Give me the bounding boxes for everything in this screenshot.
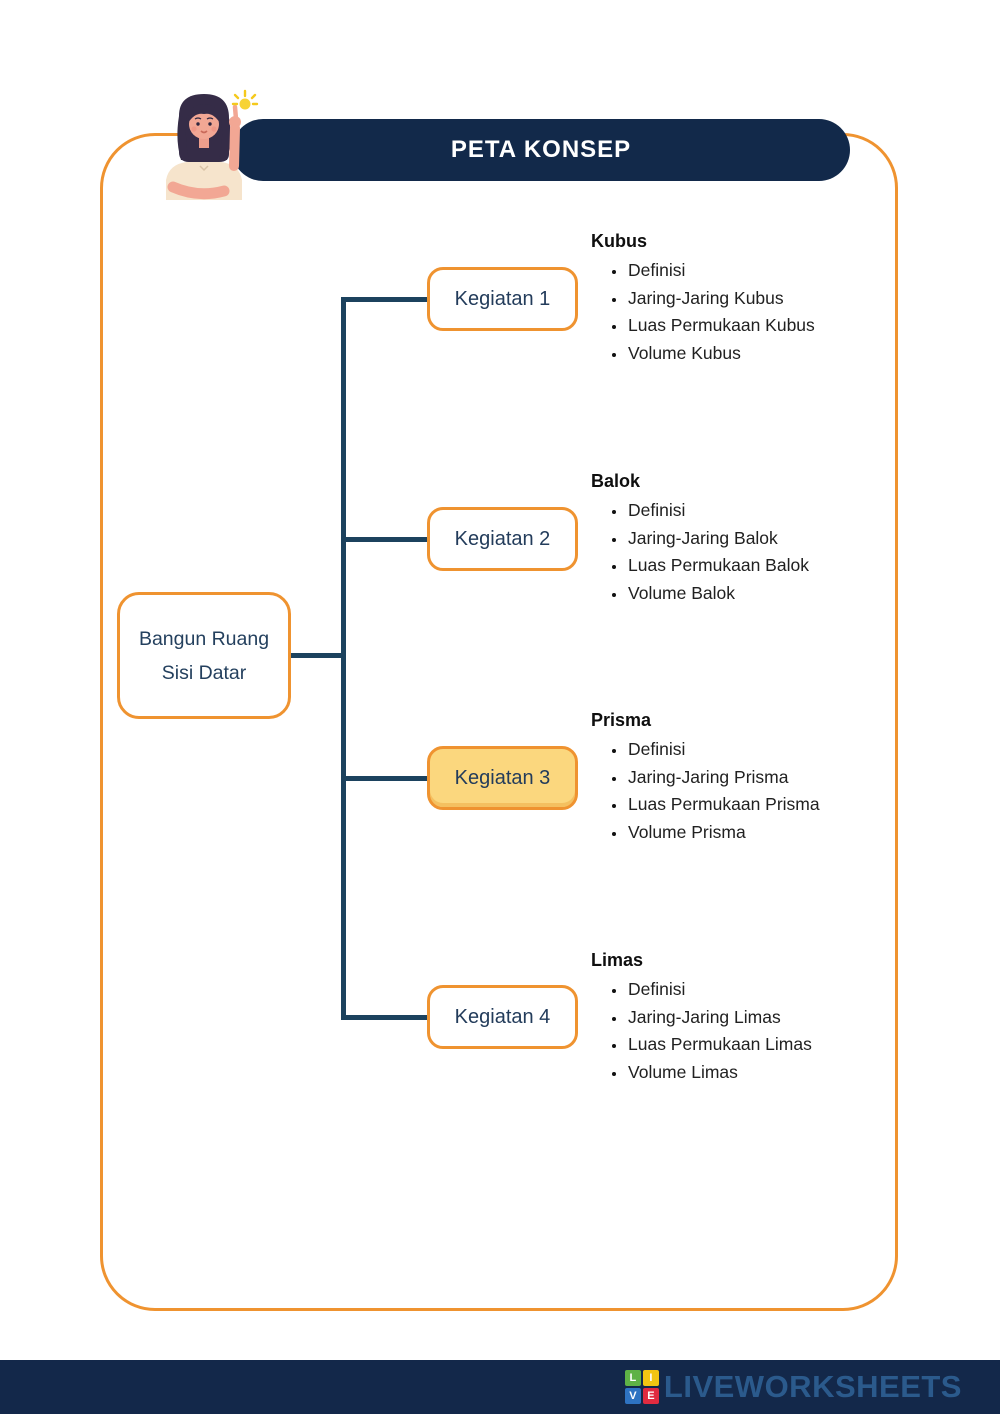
list-item: Jaring-Jaring Limas <box>627 1004 911 1032</box>
list-item: Jaring-Jaring Prisma <box>627 764 911 792</box>
section-prisma: Prisma Definisi Jaring-Jaring Prisma Lua… <box>591 710 911 846</box>
node-kegiatan-1-label: Kegiatan 1 <box>454 287 551 310</box>
logo-letter-v: V <box>624 1388 641 1404</box>
connector-trunk <box>341 297 346 1020</box>
list-item: Definisi <box>627 736 911 764</box>
list-item: Jaring-Jaring Balok <box>627 525 911 553</box>
connector-branch-4 <box>344 1015 428 1020</box>
logo-letter-i: I <box>642 1370 659 1386</box>
idea-sparkle-icon <box>231 89 259 106</box>
node-kegiatan-3[interactable]: Kegiatan 3 <box>427 746 578 810</box>
list-item: Definisi <box>627 257 911 285</box>
section-prisma-list: Definisi Jaring-Jaring Prisma Luas Permu… <box>591 736 911 846</box>
node-kegiatan-2-label: Kegiatan 2 <box>454 527 551 550</box>
connector-branch-1 <box>344 297 428 302</box>
list-item: Volume Prisma <box>627 819 911 847</box>
section-balok: Balok Definisi Jaring-Jaring Balok Luas … <box>591 471 911 607</box>
node-kegiatan-2[interactable]: Kegiatan 2 <box>427 507 578 571</box>
liveworksheets-logo-icon: L I V E <box>624 1370 659 1404</box>
page-title-banner: PETA KONSEP <box>232 119 850 181</box>
page-title: PETA KONSEP <box>450 136 632 163</box>
list-item: Luas Permukaan Limas <box>627 1031 911 1059</box>
list-item: Definisi <box>627 976 911 1004</box>
section-limas: Limas Definisi Jaring-Jaring Limas Luas … <box>591 950 911 1086</box>
brand-wordmark: LIVEWORKSHEETS <box>663 1369 962 1404</box>
list-item: Luas Permukaan Balok <box>627 552 911 580</box>
connector-branch-2 <box>344 537 428 542</box>
section-balok-list: Definisi Jaring-Jaring Balok Luas Permuk… <box>591 497 911 607</box>
node-kegiatan-4[interactable]: Kegiatan 4 <box>427 985 578 1049</box>
connector-branch-3 <box>344 776 428 781</box>
connector-root <box>291 653 344 658</box>
section-kubus: Kubus Definisi Jaring-Jaring Kubus Luas … <box>591 231 911 367</box>
node-kegiatan-4-label: Kegiatan 4 <box>454 1005 551 1028</box>
node-kegiatan-1[interactable]: Kegiatan 1 <box>427 267 578 331</box>
footer-bar: L I V E LIVEWORKSHEETS <box>0 1360 1000 1414</box>
list-item: Luas Permukaan Prisma <box>627 791 911 819</box>
section-limas-list: Definisi Jaring-Jaring Limas Luas Permuk… <box>591 976 911 1086</box>
list-item: Jaring-Jaring Kubus <box>627 285 911 313</box>
section-balok-title: Balok <box>591 471 641 491</box>
section-prisma-title: Prisma <box>591 710 652 730</box>
section-limas-title: Limas <box>591 950 644 970</box>
list-item: Luas Permukaan Kubus <box>627 312 911 340</box>
section-kubus-list: Definisi Jaring-Jaring Kubus Luas Permuk… <box>591 257 911 367</box>
list-item: Volume Limas <box>627 1059 911 1087</box>
root-node-line2: Sisi Datar <box>161 661 247 684</box>
section-kubus-title: Kubus <box>591 231 647 251</box>
root-node-bangun-ruang: Bangun Ruang Sisi Datar <box>117 592 291 719</box>
logo-letter-e: E <box>642 1388 659 1404</box>
logo-letter-l: L <box>624 1370 641 1386</box>
root-node-line1: Bangun Ruang <box>138 627 270 650</box>
list-item: Definisi <box>627 497 911 525</box>
list-item: Volume Kubus <box>627 340 911 368</box>
list-item: Volume Balok <box>627 580 911 608</box>
girl-illustration <box>166 89 259 200</box>
node-kegiatan-3-label: Kegiatan 3 <box>454 766 551 789</box>
